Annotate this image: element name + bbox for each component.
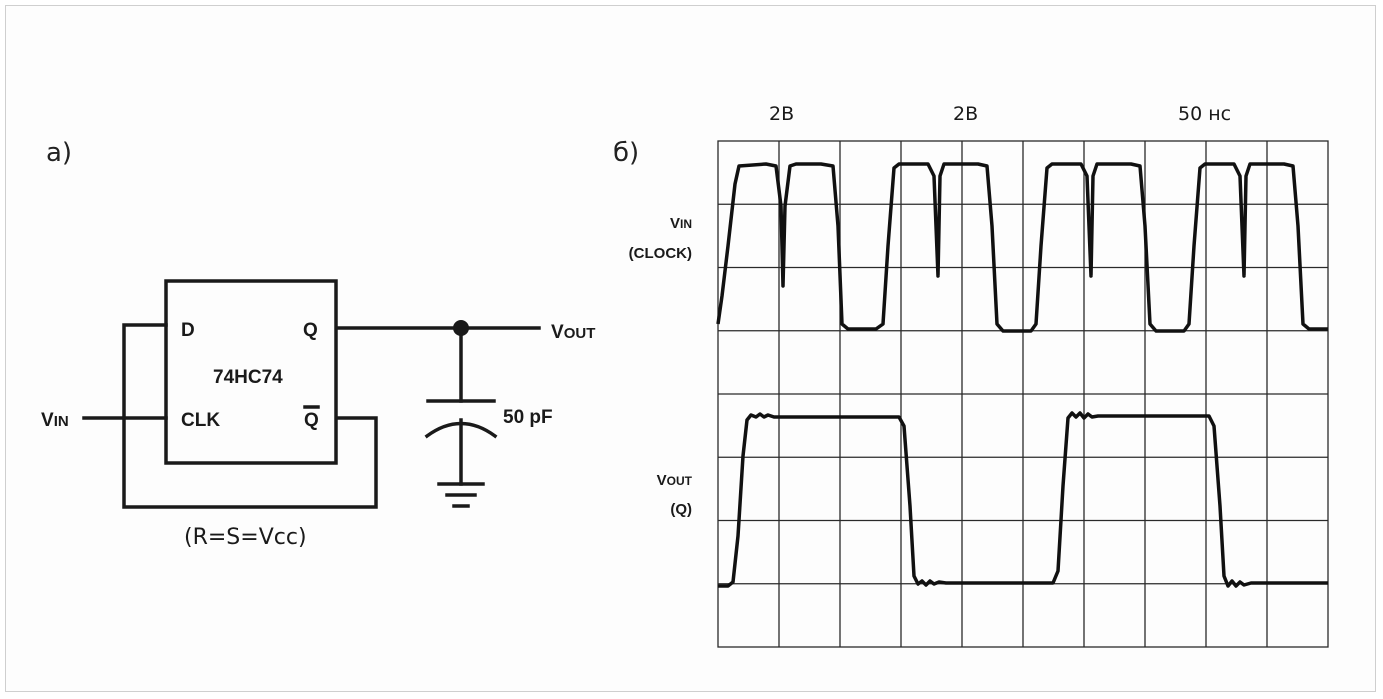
vout-label-main: V bbox=[551, 322, 564, 343]
scale-ch1: 2В bbox=[769, 103, 794, 125]
circuit-caption: (R=S=Vcc) bbox=[184, 525, 307, 550]
feedback-wire bbox=[122, 323, 378, 509]
circuit-diagram: 74HC74 D Q CLK Q VIN VOUT 50 pF (R=S=Vcc… bbox=[41, 279, 595, 550]
scale-ch2: 2В bbox=[953, 103, 978, 125]
vin-label-sub: IN bbox=[54, 413, 69, 430]
pin-q-label: Q bbox=[303, 320, 318, 341]
panel-b-label: б) bbox=[613, 138, 639, 168]
vin-label: VIN bbox=[41, 410, 69, 431]
figure-svg: а) б) 74HC74 D Q CLK Q VIN VOUT 50 pF bbox=[41, 103, 1329, 648]
oscillogram: 2В 2В 50 нс VIN (CLOCK) VOUT (Q) bbox=[629, 103, 1329, 648]
scale-time: 50 нс bbox=[1178, 103, 1231, 125]
ch1-label-sub: IN bbox=[680, 217, 692, 231]
pin-qbar-label: Q bbox=[304, 410, 319, 431]
vin-label-main: V bbox=[41, 410, 54, 431]
vin-clock-trace bbox=[716, 162, 1328, 333]
vout-label: VOUT bbox=[551, 322, 595, 343]
figure-frame: а) б) 74HC74 D Q CLK Q VIN VOUT 50 pF bbox=[5, 5, 1376, 692]
ch1-label: VIN bbox=[670, 215, 692, 232]
ch2-label: VOUT bbox=[657, 472, 693, 489]
ch2-label-main: V bbox=[657, 472, 667, 489]
ch1-label-main: V bbox=[670, 215, 680, 232]
ch2-label-sub: OUT bbox=[667, 474, 693, 488]
panel-a-label: а) bbox=[46, 138, 72, 168]
flip-flop-chip bbox=[164, 279, 338, 465]
chip-name: 74HC74 bbox=[213, 367, 283, 388]
vout-q-trace bbox=[718, 411, 1328, 588]
oscilloscope-grid bbox=[717, 140, 1329, 648]
pin-clk-label: CLK bbox=[181, 410, 220, 431]
capacitor-value: 50 pF bbox=[503, 407, 553, 428]
ch1-label-name: (CLOCK) bbox=[629, 245, 692, 262]
pin-d-label: D bbox=[181, 320, 195, 341]
vout-label-sub: OUT bbox=[564, 325, 596, 342]
ch2-label-name: (Q) bbox=[670, 501, 692, 518]
